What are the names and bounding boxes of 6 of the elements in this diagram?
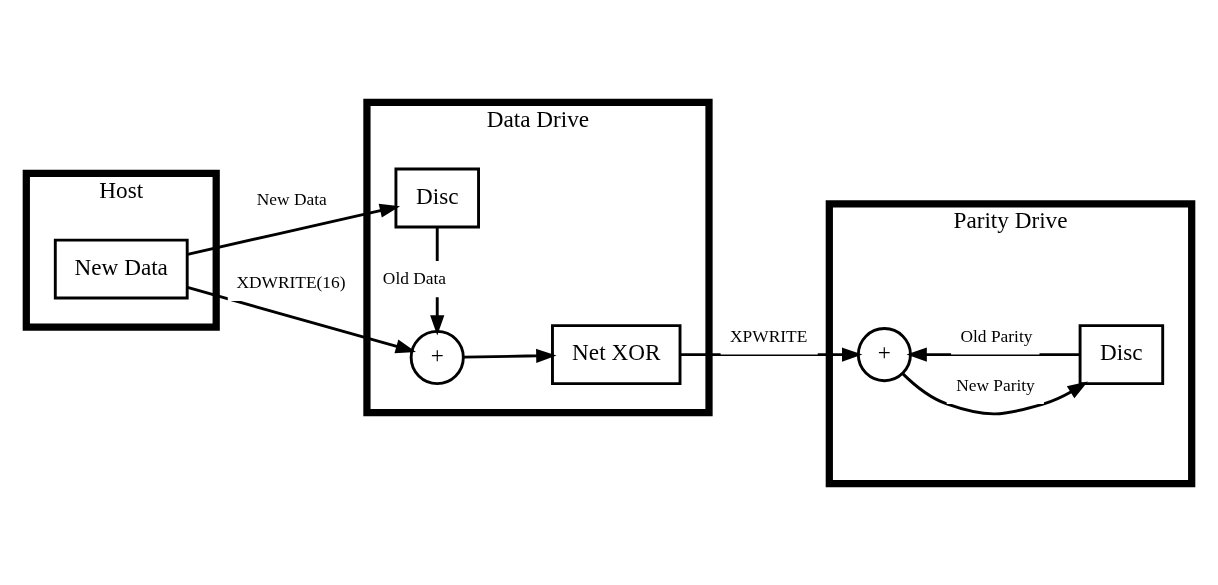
edge-label: XPWRITE (730, 326, 808, 346)
edge-label: New Data (256, 189, 327, 209)
edge-label: Old Data (382, 268, 447, 288)
edge-label: Old Parity (960, 326, 1033, 346)
edge-label: New Parity (956, 375, 1035, 395)
edge-label: XDWRITE(16) (236, 272, 346, 292)
